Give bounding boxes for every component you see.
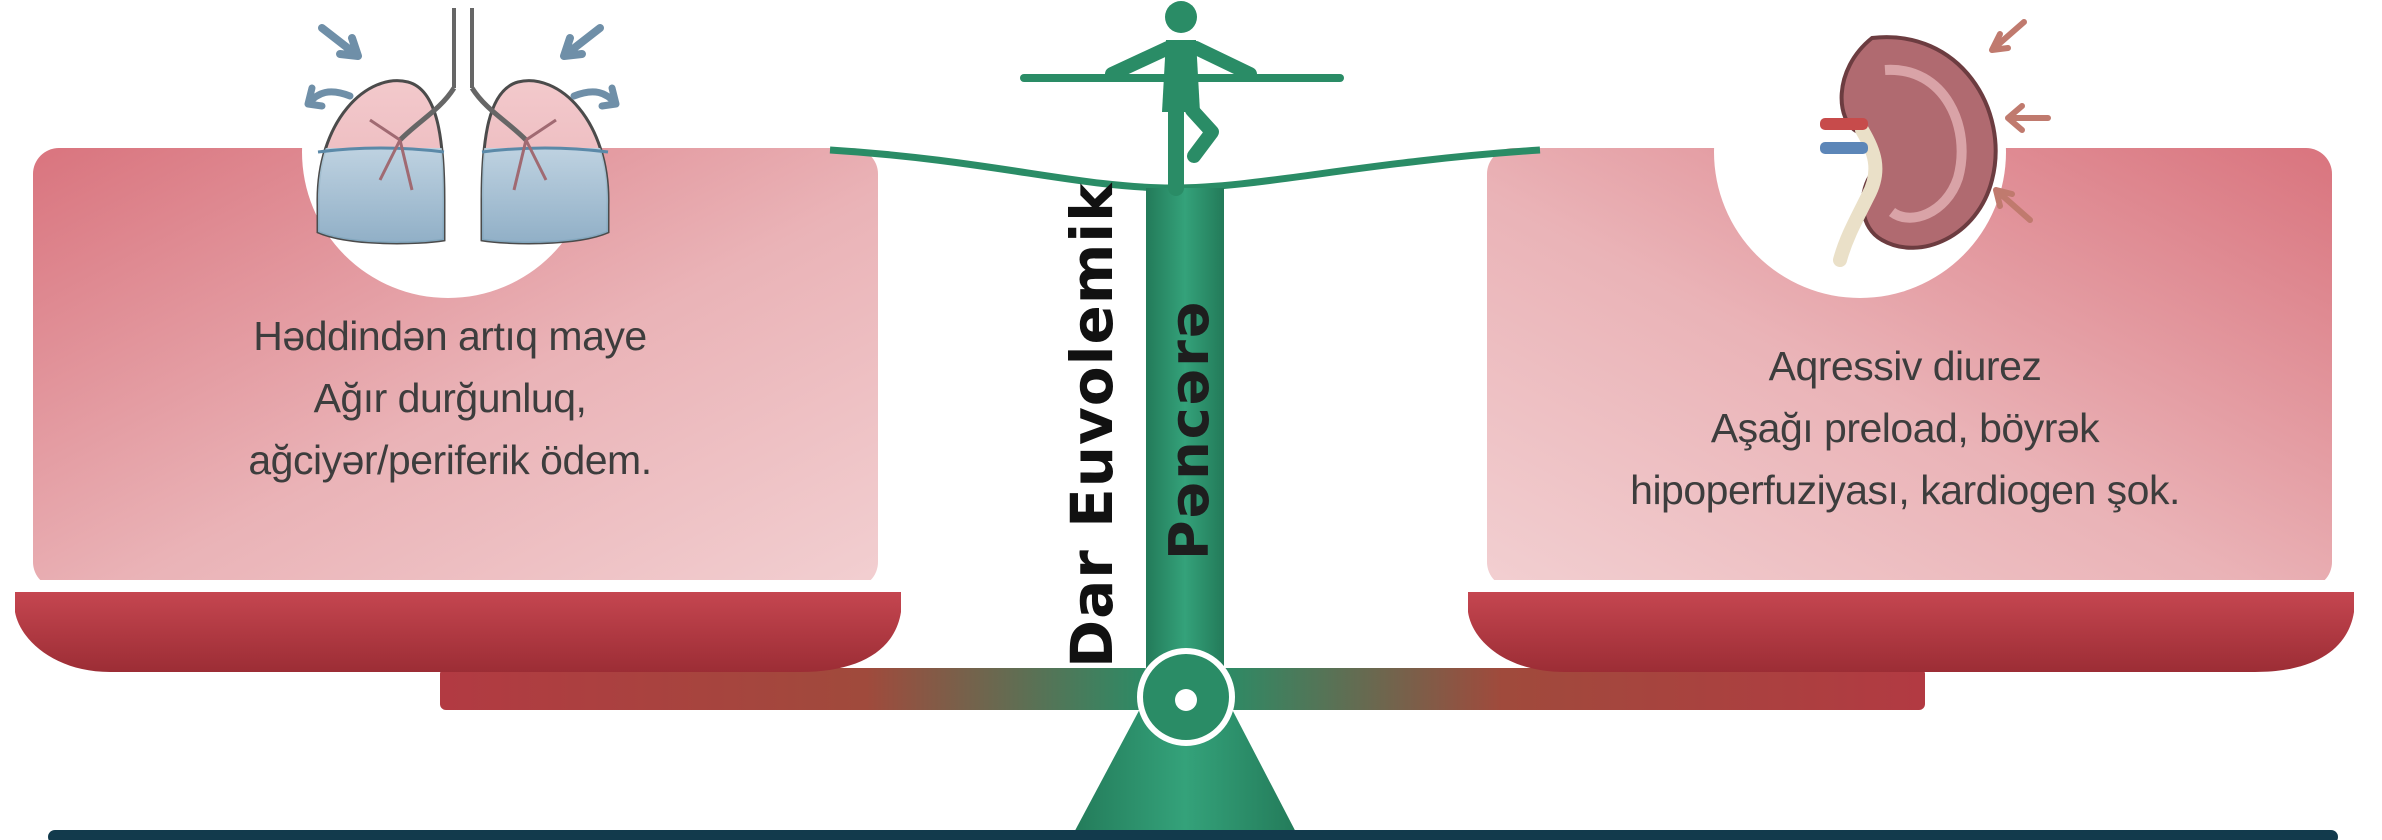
left-line-1: Həddindən artıq maye [253,313,647,359]
center-title: Dar Euvolemik [1058,182,1126,668]
left-pan-text: Həddindən artıq maye Ağır durğunluq, ağc… [120,305,780,491]
scale-base [1070,690,1300,840]
center-subtitle: Pəncərə [1158,299,1221,560]
tightrope [829,146,1541,192]
footer-bar [48,830,2338,840]
right-line-2: Aşağı preload, böyrək [1710,405,2100,451]
right-beam [1220,668,1925,710]
right-pan-text: Aqressiv diurez Aşağı preload, böyrək hi… [1555,335,2255,521]
left-line-3: ağciyər/periferik ödem. [248,437,652,483]
kidney-icon [1820,19,2051,267]
lungs-fluid-icon [304,8,620,245]
left-panel [33,6,878,588]
right-pan [1468,580,2354,672]
right-line-1: Aqressiv diurez [1768,343,2042,389]
right-line-3: hipoperfuziyası, kardiogen şok. [1630,467,2180,513]
center-post [1146,188,1224,698]
left-line-2: Ağır durğunluq, [313,375,587,421]
left-beam [440,668,1150,710]
left-pan [15,580,901,672]
tightrope-walker-icon [1020,1,1344,196]
